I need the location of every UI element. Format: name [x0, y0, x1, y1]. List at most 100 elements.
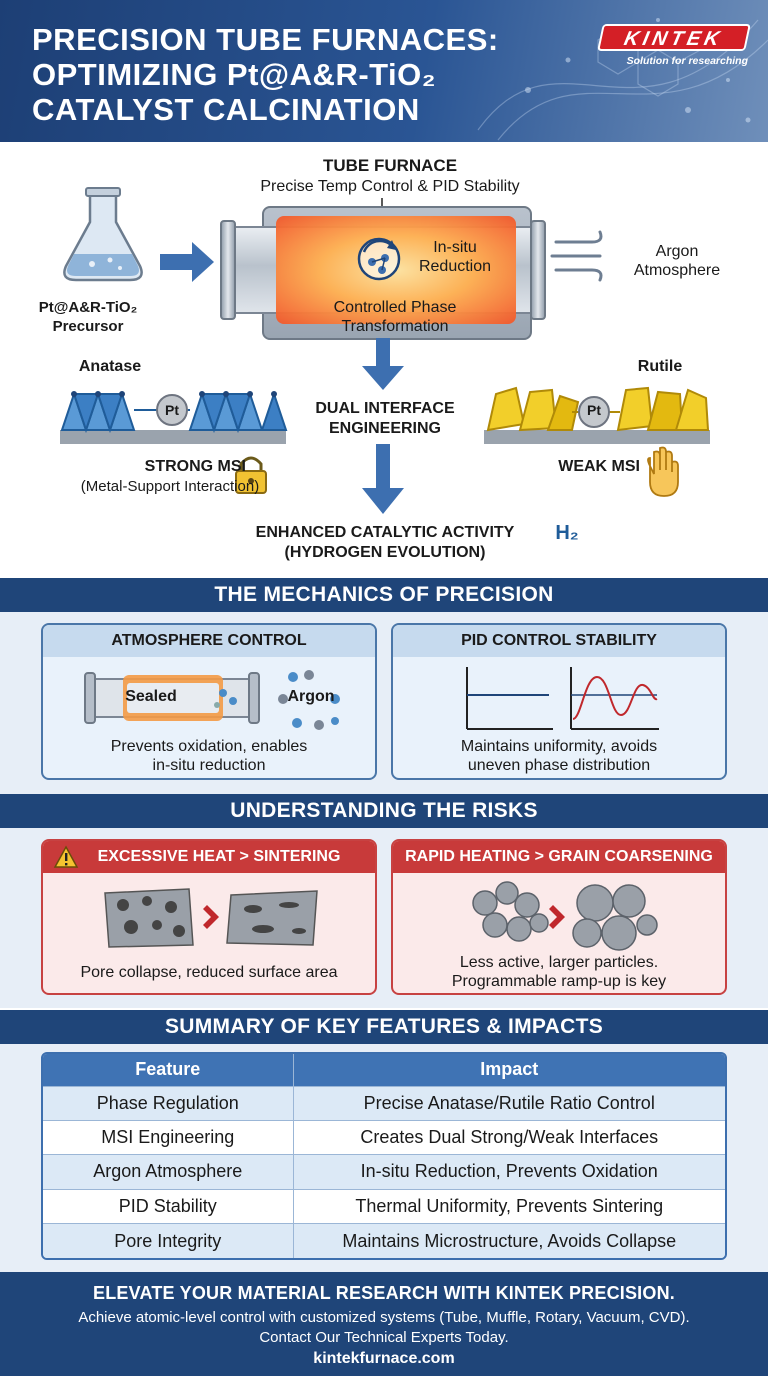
atmosphere-desc-line-1: Prevents oxidation, enables	[110, 738, 308, 755]
atmosphere-card-desc: Prevents oxidation, enables in-situ redu…	[43, 737, 375, 775]
footer-headline: ELEVATE YOUR MATERIAL RESEARCH WITH KINT…	[93, 1283, 675, 1303]
pt-label-rutile: Pt	[587, 402, 601, 418]
furnace-subtitle: Precise Temp Control & PID Stability	[260, 178, 520, 195]
atmosphere-desc-line-2: in-situ reduction	[152, 757, 266, 774]
logo-tagline: Solution for researching	[626, 55, 748, 67]
table-header-impact: Impact	[293, 1054, 725, 1086]
strong-msi-label: STRONG MSI	[144, 458, 246, 475]
pid-desc-line-2: uneven phase distribution	[467, 757, 651, 774]
grain-coarsening-graphic	[472, 881, 658, 951]
coarsening-risk-card: RAPID HEATING > GRAIN COARSENING Less ac…	[391, 839, 727, 995]
pid-control-card: PID CONTROL STABILITY Maintains uniformi…	[391, 623, 727, 780]
table-row: Argon Atmosphere In-situ Reduction, Prev…	[43, 1154, 725, 1190]
process-diagram: TUBE FURNACE Precise Temp Control & PID …	[0, 142, 768, 578]
table-cell-impact: Maintains Microstructure, Avoids Collaps…	[293, 1223, 725, 1258]
table-row: Pore Integrity Maintains Microstructure,…	[43, 1223, 725, 1258]
pid-graph-icons	[466, 667, 659, 730]
argon-atmosphere-label: Argon Atmosphere	[612, 242, 742, 280]
crystal-structures	[60, 338, 710, 514]
furnace-title: TUBE FURNACE	[322, 156, 458, 175]
hand-icon	[647, 446, 679, 497]
pt-particle-anatase	[156, 394, 188, 426]
table-header-feature: Feature	[43, 1054, 294, 1086]
large-grains-icon	[572, 884, 658, 951]
footer-cta: ELEVATE YOUR MATERIAL RESEARCH WITH KINT…	[0, 1272, 768, 1376]
down-arrow-icon	[362, 338, 404, 390]
atmosphere-card-title: ATMOSPHERE CONTROL	[43, 625, 375, 657]
diagram-graphics	[63, 187, 603, 282]
header-banner: PRECISION TUBE FURNACES: OPTIMIZING Pt@A…	[0, 0, 768, 142]
phase-line-2: Transformation	[341, 318, 449, 335]
sintering-card-title: EXCESSIVE HEAT > SINTERING	[43, 841, 375, 873]
features-table: Feature Impact Phase Regulation Precise …	[41, 1052, 727, 1260]
table-header-row: Feature Impact	[43, 1054, 725, 1086]
phase-transformation-label: Controlled Phase Transformation	[290, 298, 500, 336]
table-row: MSI Engineering Creates Dual Strong/Weak…	[43, 1119, 725, 1155]
title-line-1: PRECISION TUBE FURNACES:	[32, 22, 499, 57]
title-line-3: CATALYST CALCINATION	[32, 92, 420, 127]
risks-section-title: UNDERSTANDING THE RISKS	[0, 794, 768, 828]
argon-atoms-icon	[278, 670, 340, 730]
argon-atoms-label: Argon	[287, 688, 335, 705]
precursor-label: Pt@A&R-TiO₂ Precursor	[18, 298, 158, 336]
table-cell-feature: MSI Engineering	[43, 1119, 294, 1155]
tube-end-cap-right	[530, 220, 546, 320]
coarsening-card-title: RAPID HEATING > GRAIN COARSENING	[393, 841, 725, 873]
warning-icon	[53, 845, 79, 868]
pid-desc-line-1: Maintains uniformity, avoids	[460, 738, 658, 755]
footer-website-link[interactable]: kintekfurnace.com	[313, 1350, 455, 1367]
lock-icon	[235, 456, 267, 494]
argon-line-2: Atmosphere	[633, 262, 721, 279]
table-cell-impact: Creates Dual Strong/Weak Interfaces	[293, 1119, 725, 1155]
coarsening-card-desc: Less active, larger particles. Programma…	[393, 953, 725, 991]
argon-line-1: Argon	[655, 243, 699, 260]
kintek-logo[interactable]: KINTEK Solution for researching	[597, 24, 751, 67]
mechanics-section-title: THE MECHANICS OF PRECISION	[0, 578, 768, 612]
table-cell-feature: Argon Atmosphere	[43, 1154, 294, 1190]
anatase-lattice	[60, 390, 288, 434]
anatase-label: Anatase	[78, 358, 142, 375]
down-arrow-icon	[362, 444, 404, 514]
anatase-substrate	[60, 430, 286, 444]
footer-systems-text: Achieve atomic-level control with custom…	[78, 1309, 690, 1326]
rutile-label: Rutile	[637, 358, 683, 375]
pid-card-desc: Maintains uniformity, avoids uneven phas…	[393, 737, 725, 775]
input-arrow-icon	[160, 242, 214, 282]
flask-icon	[63, 187, 143, 282]
rutile-substrate	[484, 430, 710, 444]
footer-contact-text[interactable]: Contact Our Technical Experts Today.	[259, 1329, 509, 1346]
table-cell-feature: Phase Regulation	[43, 1085, 294, 1121]
wind-icon	[550, 230, 603, 282]
table-row: Phase Regulation Precise Anatase/Rutile …	[43, 1085, 725, 1121]
coarsening-desc-line-2: Programmable ramp-up is key	[451, 973, 667, 990]
strong-msi-sublabel: (Metal-Support Interaction)	[80, 478, 260, 495]
enhanced-activity-label: ENHANCED CATALYTIC ACTIVITY (HYDROGEN EV…	[220, 523, 550, 563]
insitu-line-1: In-situ	[433, 239, 477, 256]
coarsening-desc-line-1: Less active, larger particles.	[459, 954, 659, 971]
logo-badge: KINTEK	[597, 24, 751, 51]
oscillating-signal-graph	[570, 667, 659, 730]
table-cell-impact: Precise Anatase/Rutile Ratio Control	[293, 1085, 725, 1121]
stable-signal-graph	[466, 667, 553, 730]
table-row: PID Stability Thermal Uniformity, Preven…	[43, 1188, 725, 1224]
title-line-2: OPTIMIZING Pt@A&R-TiO₂	[32, 57, 437, 92]
table-cell-impact: In-situ Reduction, Prevents Oxidation	[293, 1154, 725, 1190]
pid-card-title: PID CONTROL STABILITY	[393, 625, 725, 657]
dual-line-1: DUAL INTERFACE	[315, 400, 455, 417]
tube-end-cap-left	[220, 220, 236, 320]
sintering-risk-card: EXCESSIVE HEAT > SINTERING Pore collapse…	[41, 839, 377, 995]
dual-line-2: ENGINEERING	[328, 420, 441, 437]
rutile-lattice	[486, 386, 710, 432]
chevron-right-icon	[549, 905, 565, 929]
precursor-line-2: Precursor	[52, 318, 124, 335]
sintering-card-desc: Pore collapse, reduced surface area	[80, 964, 338, 981]
pt-particle-rutile	[578, 396, 610, 428]
atmosphere-control-card: ATMOSPHERE CONTROL Sealed Argon Prevents…	[41, 623, 377, 780]
summary-section-title: SUMMARY OF KEY FEATURES & IMPACTS	[0, 1010, 768, 1044]
pore-collapse-graphic	[104, 888, 318, 948]
porous-structure-icon	[104, 888, 194, 948]
small-grains-icon	[472, 881, 549, 942]
enhanced-line-2: (HYDROGEN EVOLUTION)	[284, 544, 486, 561]
phase-line-1: Controlled Phase	[333, 299, 457, 316]
sealed-tube-graphic	[84, 670, 340, 730]
